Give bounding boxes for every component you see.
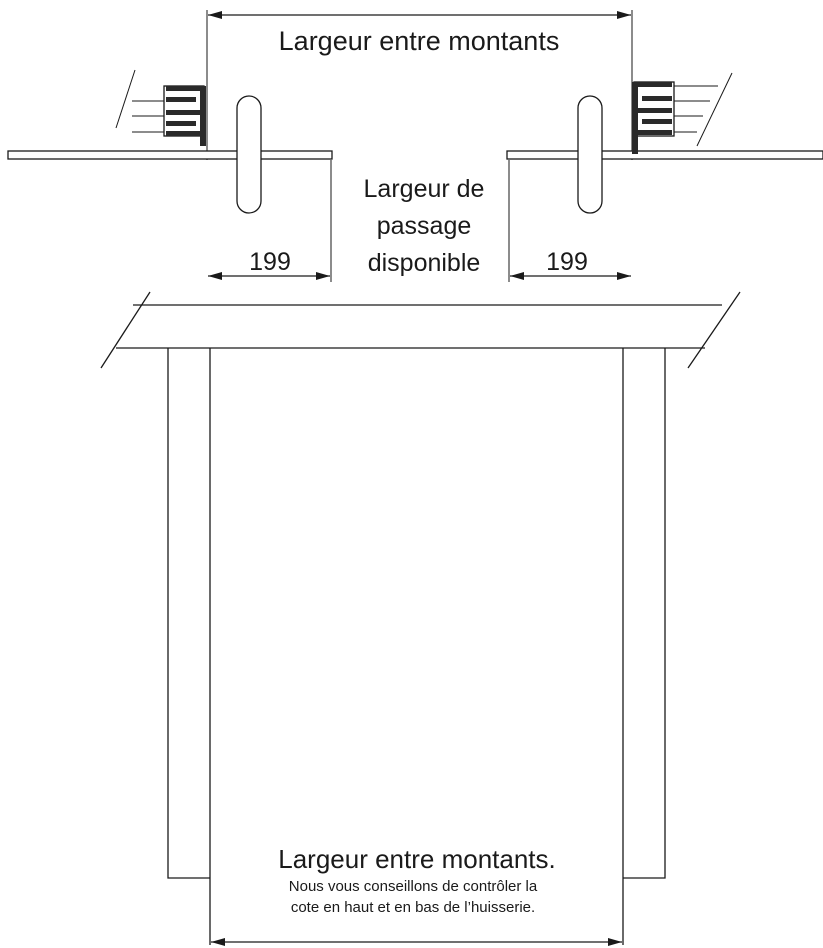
dim-right-value: 199 — [546, 248, 588, 276]
top-view: Largeur entre montants — [7, 10, 823, 282]
dim-left-value: 199 — [249, 248, 291, 276]
break-line-right — [687, 291, 741, 369]
frame-profile-right — [632, 72, 733, 154]
door-handle-right — [577, 95, 603, 214]
note-line-1: Nous vous conseillons de contrôler la — [289, 878, 538, 895]
passage-label-line-1: Largeur de — [364, 175, 485, 203]
jamb-left-outer — [167, 348, 210, 879]
note-title: Largeur entre montants. — [278, 844, 556, 874]
frame-profile-left — [115, 69, 206, 146]
passage-label-line-3: disponible — [368, 249, 481, 277]
overall-width-label: Largeur entre montants — [279, 26, 560, 56]
jamb-right-outer — [623, 348, 666, 879]
passage-label-line-2: passage — [377, 212, 472, 240]
break-line-left — [100, 291, 151, 369]
door-handle-left — [236, 95, 262, 214]
note-line-2: cote en haut et en bas de l’huisserie. — [291, 899, 535, 916]
wall-panel-left — [7, 150, 333, 160]
front-view: Largeur entre montants. Nous vous consei… — [100, 291, 741, 946]
wall-panel-right — [506, 150, 823, 160]
